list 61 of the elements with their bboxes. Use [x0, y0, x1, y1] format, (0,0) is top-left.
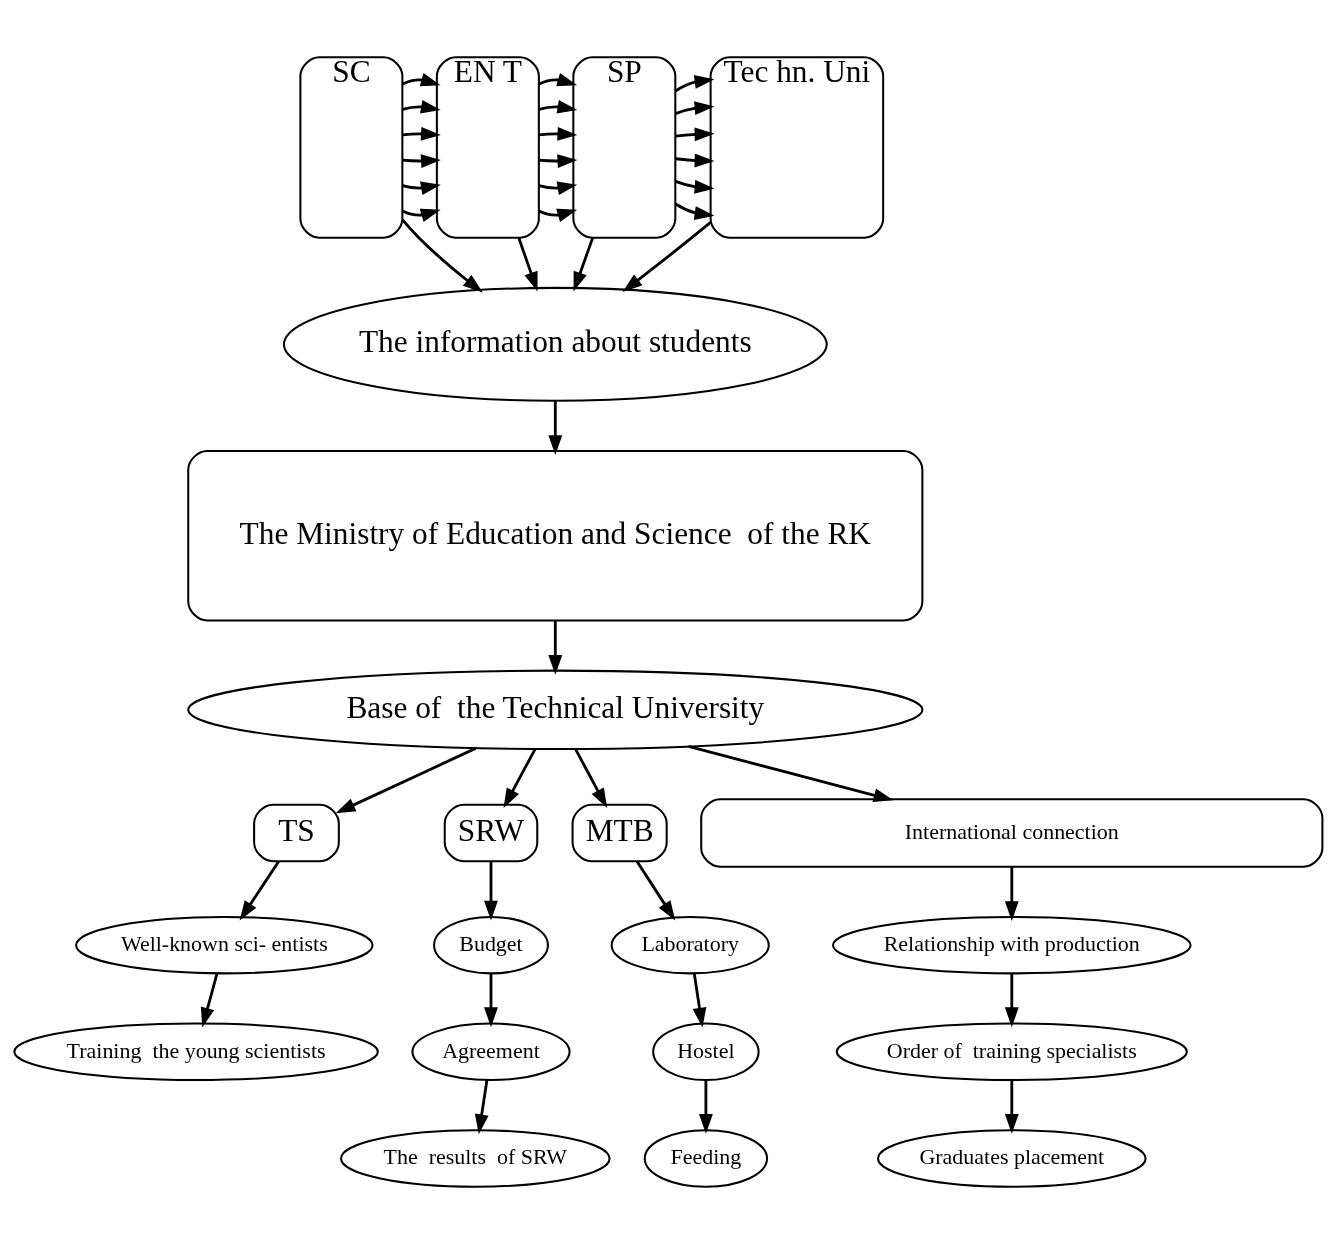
arrow	[402, 180, 441, 195]
node-box: SP	[572, 55, 677, 239]
arrow	[548, 620, 563, 675]
node-ellipse: Well-known sci- entists	[75, 915, 374, 974]
arrow	[401, 72, 441, 86]
arrow	[401, 208, 441, 222]
arrow	[538, 180, 578, 195]
arrow	[1004, 866, 1019, 921]
arrow	[200, 972, 219, 1027]
node-ellipse: The results of SRW	[340, 1128, 611, 1188]
arrow	[402, 99, 441, 114]
node-box: SC	[299, 55, 404, 239]
arrow	[503, 748, 537, 808]
node-ellipse: The information about students	[282, 286, 828, 402]
node-ellipse: Feeding	[643, 1128, 769, 1188]
arrow	[484, 861, 498, 920]
node-box: MTB	[571, 803, 668, 862]
node-ellipse: Laboratory	[610, 915, 770, 974]
arrow	[675, 100, 715, 115]
node-box: TS	[253, 803, 340, 862]
arrow	[548, 400, 563, 455]
arrow	[239, 860, 280, 920]
node-box: The Ministry of Education and Science of the RK	[187, 449, 924, 621]
node-ellipse: Training the young scientists	[13, 1022, 379, 1081]
arrow	[1004, 1080, 1019, 1134]
arrow	[688, 744, 894, 802]
node-ellipse: Agreement	[411, 1022, 571, 1081]
arrow	[675, 153, 715, 167]
node-ellipse: Relationship with production	[832, 915, 1192, 974]
arrow	[538, 208, 578, 222]
arrow	[538, 99, 578, 114]
arrow	[335, 746, 477, 813]
arrow	[402, 153, 441, 168]
node-ellipse: Graduates placement	[877, 1128, 1147, 1188]
node-box: Tec hn. Uni	[709, 55, 885, 239]
arrow	[675, 179, 715, 194]
arrow	[538, 126, 578, 141]
node-ellipse: Hostel	[652, 1022, 760, 1081]
arrow	[1004, 973, 1019, 1027]
arrow	[538, 153, 578, 168]
arrow	[674, 74, 715, 92]
arrow	[574, 748, 608, 808]
arrow	[674, 202, 715, 220]
arrow	[692, 972, 707, 1028]
node-box: EN T	[435, 55, 540, 239]
node-box: SRW	[443, 803, 539, 862]
arrow	[635, 860, 676, 920]
node-ellipse: Budget	[433, 915, 549, 974]
arrow	[517, 237, 538, 292]
arrow	[538, 72, 578, 86]
arrow	[484, 973, 498, 1027]
arrow	[474, 1079, 489, 1134]
node-ellipse: Base of the Technical University	[187, 669, 924, 750]
arrow	[402, 126, 441, 141]
arrow	[401, 218, 483, 293]
arrow	[675, 126, 715, 141]
node-ellipse: Order of training specialists	[835, 1022, 1188, 1081]
arrow	[622, 220, 712, 292]
node-box: International connection	[700, 797, 1324, 868]
arrow	[698, 1080, 713, 1134]
arrow	[573, 237, 594, 292]
